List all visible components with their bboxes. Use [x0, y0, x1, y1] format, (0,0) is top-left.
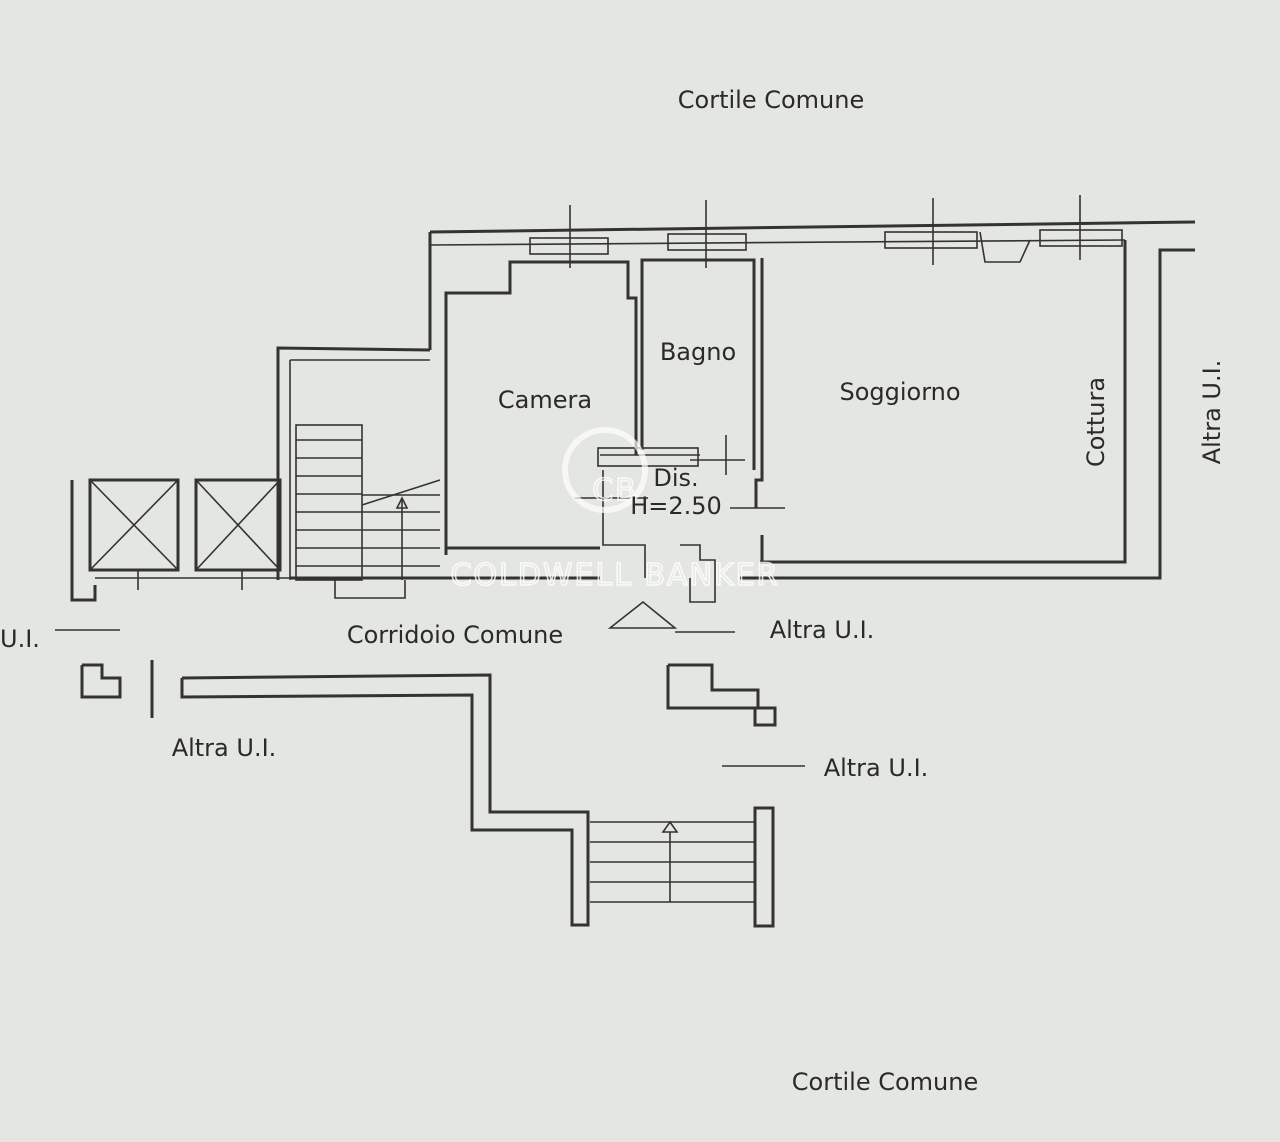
label-bagno: Bagno: [660, 338, 736, 366]
label-corridor: Corridoio Comune: [347, 621, 563, 649]
watermark-brand: COLDWELL BANKER: [451, 558, 780, 593]
label-soggiorno: Soggiorno: [839, 378, 960, 406]
labels: Cortile Comune Camera Bagno Soggiorno Di…: [0, 86, 1226, 1096]
label-other-unit-right: Altra U.I.: [770, 616, 875, 644]
label-camera: Camera: [498, 386, 592, 414]
label-height: H=2.50: [630, 492, 722, 520]
label-cottura: Cottura: [1082, 377, 1110, 467]
label-other-unit-edge: U.I.: [0, 625, 40, 653]
label-dis: Dis.: [653, 464, 698, 492]
label-courtyard-bottom: Cortile Comune: [792, 1068, 978, 1096]
label-other-unit-lower-right: Altra U.I.: [824, 754, 929, 782]
label-courtyard-top: Cortile Comune: [678, 86, 864, 114]
corridor-shapes: [55, 600, 805, 927]
elevators: [70, 478, 290, 602]
label-other-unit-vertical: Altra U.I.: [1198, 360, 1226, 465]
staircase-upper: [276, 346, 441, 599]
watermark: CB COLDWELL BANKER: [450, 427, 780, 594]
label-other-unit-left: Altra U.I.: [172, 734, 277, 762]
staircase-lower: [590, 806, 775, 928]
room-walls: [444, 258, 785, 603]
windows: [529, 195, 1123, 268]
watermark-monogram: CB: [592, 473, 638, 508]
exterior-walls: [290, 220, 1196, 580]
